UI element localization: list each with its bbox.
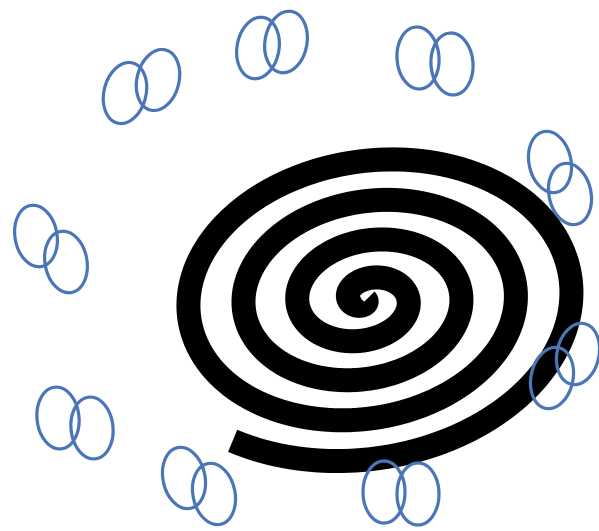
ring-pair-icon bbox=[363, 461, 439, 525]
ring-right bbox=[397, 463, 439, 525]
